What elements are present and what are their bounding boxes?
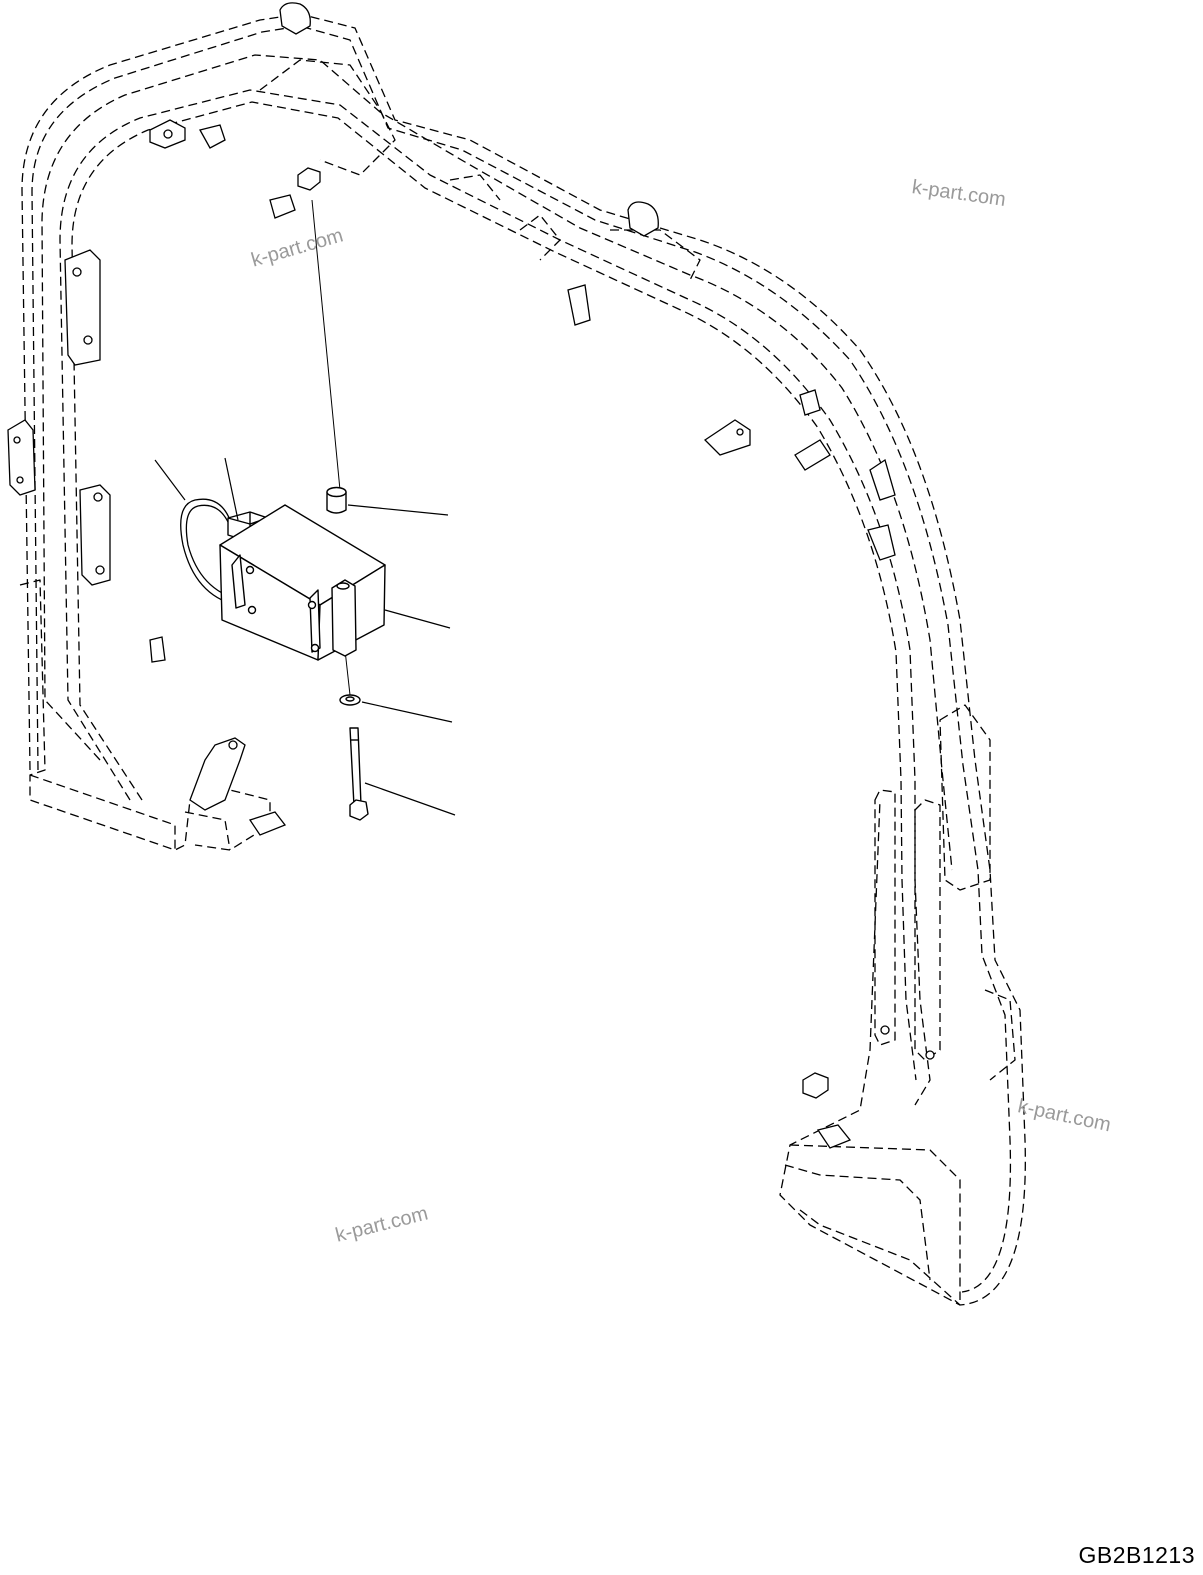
drawing-code-label: GB2B1213 <box>1078 1542 1195 1568</box>
frame-left-foot-lower <box>29 774 231 851</box>
frame-right-panel <box>939 704 1016 1081</box>
right-tab-1-hole <box>736 428 744 436</box>
leader-connector <box>224 457 239 521</box>
top-left-tab-3 <box>269 194 296 219</box>
leader-washer <box>361 701 453 723</box>
frame-top-crossbar <box>259 59 701 281</box>
top-boss-left <box>279 2 311 35</box>
left-pad-lower <box>79 484 111 586</box>
leader-lines <box>154 457 456 816</box>
left-pad-upper-hole-1 <box>72 267 82 277</box>
left-lower-bracket-hole <box>228 740 238 750</box>
spacer-collar <box>326 486 347 514</box>
frame-inner-edge-2 <box>71 101 917 1081</box>
controller-mounting-lug <box>331 579 357 657</box>
left-pad-lower-hole-2 <box>95 565 105 575</box>
right-pillar-hole-1 <box>880 1025 890 1035</box>
left-pad-upper <box>64 249 101 366</box>
left-hinge-hole-1 <box>13 436 21 444</box>
frame-right-foot <box>784 1144 961 1306</box>
wire-harness <box>180 498 241 606</box>
top-boss-right <box>627 201 659 237</box>
bolt-axis-line <box>311 199 341 491</box>
frame-outer-edge-2 <box>31 25 1012 1293</box>
left-pad-upper-hole-2 <box>83 335 93 345</box>
frame-mid-edge <box>41 54 953 871</box>
left-hinge-bracket <box>7 419 36 496</box>
controller-screw-3 <box>307 600 317 610</box>
frame-outer-edge <box>21 13 1026 1306</box>
controller-box <box>219 504 386 661</box>
controller-screw-1 <box>245 565 255 575</box>
leader-bolt <box>364 782 456 816</box>
controller-box-bracket-left <box>231 554 246 609</box>
controller-box-bracket-right <box>309 589 321 653</box>
left-hinge-hole-2 <box>16 476 24 484</box>
cab-frame <box>19 13 1026 1306</box>
frame-inner-edge <box>59 89 931 1106</box>
frame-solid-details <box>7 2 935 1149</box>
left-lower-tab <box>248 811 287 836</box>
exploded-components <box>180 486 386 821</box>
left-pad-lower-hole-1 <box>93 492 103 502</box>
left-mid-tab <box>149 636 166 663</box>
leader-wire-harness <box>154 459 186 501</box>
right-tab-1 <box>703 419 751 456</box>
controller-lug-hole <box>336 582 350 590</box>
top-nut <box>297 167 321 191</box>
left-lower-bracket <box>189 737 246 811</box>
top-left-tab-2 <box>199 124 226 149</box>
right-tab-4 <box>869 458 896 501</box>
right-tab-6 <box>567 284 591 326</box>
washer <box>339 694 361 706</box>
right-tab-5 <box>867 524 896 561</box>
assembly-axis <box>311 199 351 696</box>
right-lower-nut <box>802 1072 829 1099</box>
top-left-tab-1-hole <box>163 129 173 139</box>
leader-spacer <box>347 504 449 516</box>
bolt <box>349 727 369 821</box>
right-lower-pad <box>816 1124 852 1149</box>
right-pillar-hole-2 <box>925 1050 935 1060</box>
leader-controller <box>384 609 451 629</box>
right-tab-3 <box>799 389 821 416</box>
controller-screw-2 <box>247 605 257 615</box>
frame-right-pillar <box>874 789 941 1061</box>
right-tab-2 <box>794 439 831 471</box>
controller-screw-4 <box>310 643 320 653</box>
bolt-axis-line-lower <box>344 649 351 696</box>
